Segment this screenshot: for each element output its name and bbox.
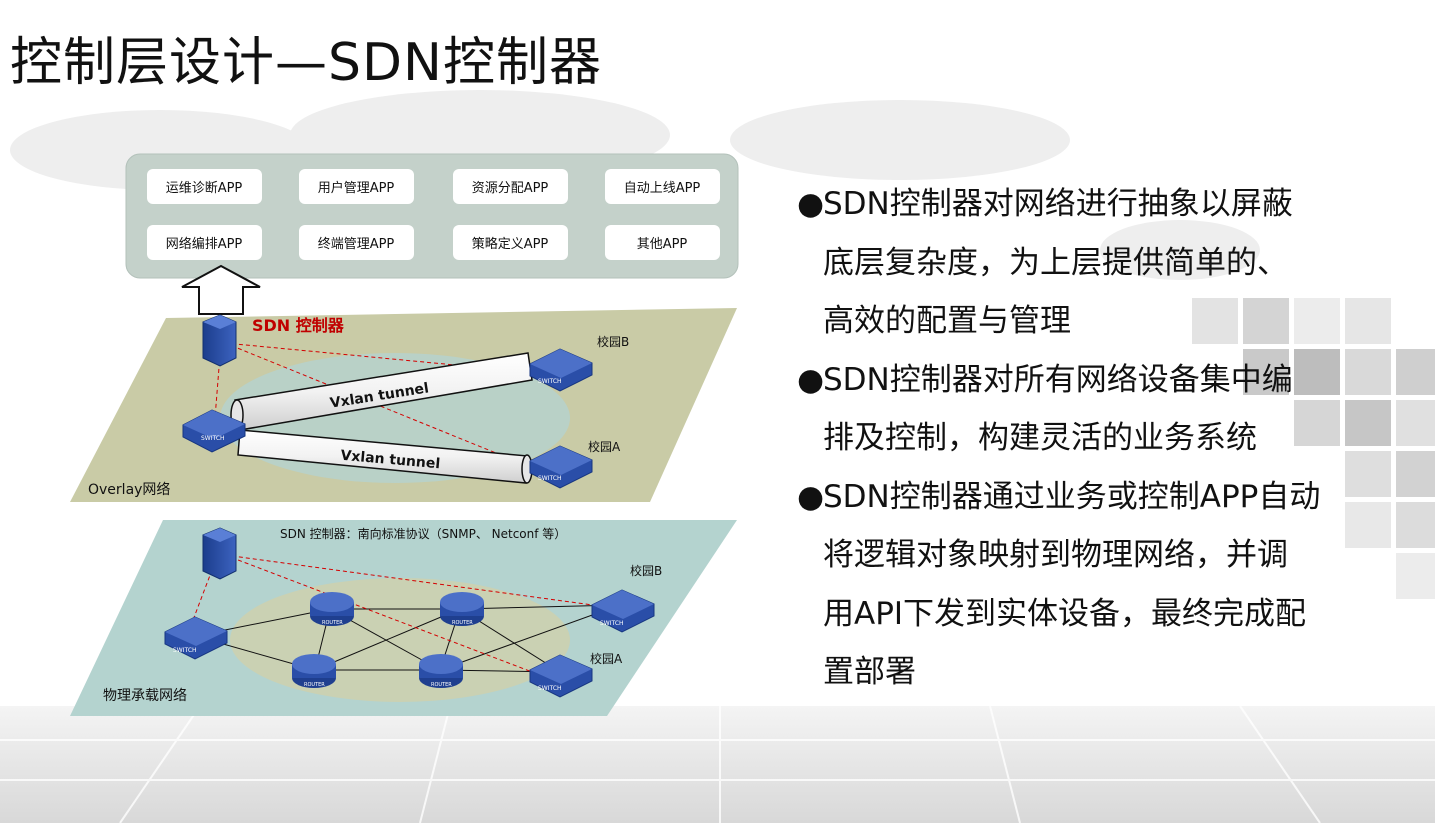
app-button[interactable]: 用户管理APP <box>299 169 414 204</box>
svg-text:ROUTER: ROUTER <box>304 682 325 688</box>
svg-text:SWITCH: SWITCH <box>538 378 562 385</box>
app-button[interactable]: 终端管理APP <box>299 225 414 260</box>
overlay-layer-label: Overlay网络 <box>88 482 170 498</box>
svg-text:SWITCH: SWITCH <box>173 647 197 654</box>
bullet-item: ●SDN控制器对所有网络设备集中编 排及控制，构建灵活的业务系统 <box>797 351 1337 468</box>
svg-text:ROUTER: ROUTER <box>322 620 343 626</box>
bullet-dot-icon: ● <box>797 361 825 398</box>
app-label: 资源分配APP <box>472 181 549 196</box>
bullet-item: ●SDN控制器对网络进行抽象以屏蔽 底层复杂度，为上层提供简单的、 高效的配置与… <box>797 175 1337 351</box>
svg-text:SWITCH: SWITCH <box>538 685 562 692</box>
switch-icon: SWITCH <box>529 348 593 392</box>
campus-b-label: 校园B <box>597 334 629 349</box>
svg-text:ROUTER: ROUTER <box>452 620 473 626</box>
svg-text:SWITCH: SWITCH <box>538 475 562 482</box>
app-button[interactable]: 其他APP <box>605 225 720 260</box>
switch-icon: SWITCH <box>529 654 593 698</box>
app-label: 策略定义APP <box>472 236 549 252</box>
router-icon: ROUTER <box>310 592 354 626</box>
app-label: 自动上线APP <box>624 181 701 196</box>
app-label: 终端管理APP <box>318 236 395 252</box>
switch-icon: SWITCH <box>164 616 228 660</box>
router-icon: ROUTER <box>419 654 463 688</box>
controller-label: SDN 控制器 <box>252 316 345 335</box>
bullet-list: ●SDN控制器对网络进行抽象以屏蔽 底层复杂度，为上层提供简单的、 高效的配置与… <box>797 175 1337 702</box>
bullet-item: ●SDN控制器通过业务或控制APP自动 将逻辑对象映射到物理网络，并调 用API… <box>797 468 1337 702</box>
controller-server-icon <box>202 527 237 580</box>
app-label: 运维诊断APP <box>166 181 243 196</box>
up-arrow-icon <box>181 264 261 315</box>
app-label: 其他APP <box>637 237 688 252</box>
app-label: 用户管理APP <box>318 180 395 196</box>
campus-b-label: 校园B <box>630 563 662 578</box>
page-title: 控制层设计—SDN控制器 <box>10 33 602 93</box>
app-button[interactable]: 资源分配APP <box>453 169 568 204</box>
app-button[interactable]: 自动上线APP <box>605 169 720 204</box>
svg-text:SWITCH: SWITCH <box>600 620 624 627</box>
controller-server-icon <box>202 314 237 367</box>
svg-text:SWITCH: SWITCH <box>201 435 225 442</box>
bullet-dot-icon: ● <box>797 478 825 515</box>
switch-icon: SWITCH <box>591 589 655 633</box>
physical-layer-label: 物理承载网络 <box>103 688 187 704</box>
app-button[interactable]: 运维诊断APP <box>147 169 262 204</box>
switch-icon: SWITCH <box>182 409 246 453</box>
campus-a-label: 校园A <box>590 651 623 666</box>
app-button[interactable]: 网络编排APP <box>147 225 262 260</box>
southbound-protocol-label: SDN 控制器：南向标准协议（SNMP、 Netconf 等） <box>280 526 566 541</box>
svg-text:ROUTER: ROUTER <box>431 682 452 688</box>
app-panel <box>125 153 739 279</box>
switch-icon: SWITCH <box>529 445 593 489</box>
bullet-dot-icon: ● <box>797 186 825 222</box>
router-icon: ROUTER <box>440 592 484 626</box>
router-icon: ROUTER <box>292 654 336 688</box>
app-button[interactable]: 策略定义APP <box>453 225 568 260</box>
campus-a-label: 校园A <box>588 439 621 454</box>
app-label: 网络编排APP <box>166 236 243 252</box>
